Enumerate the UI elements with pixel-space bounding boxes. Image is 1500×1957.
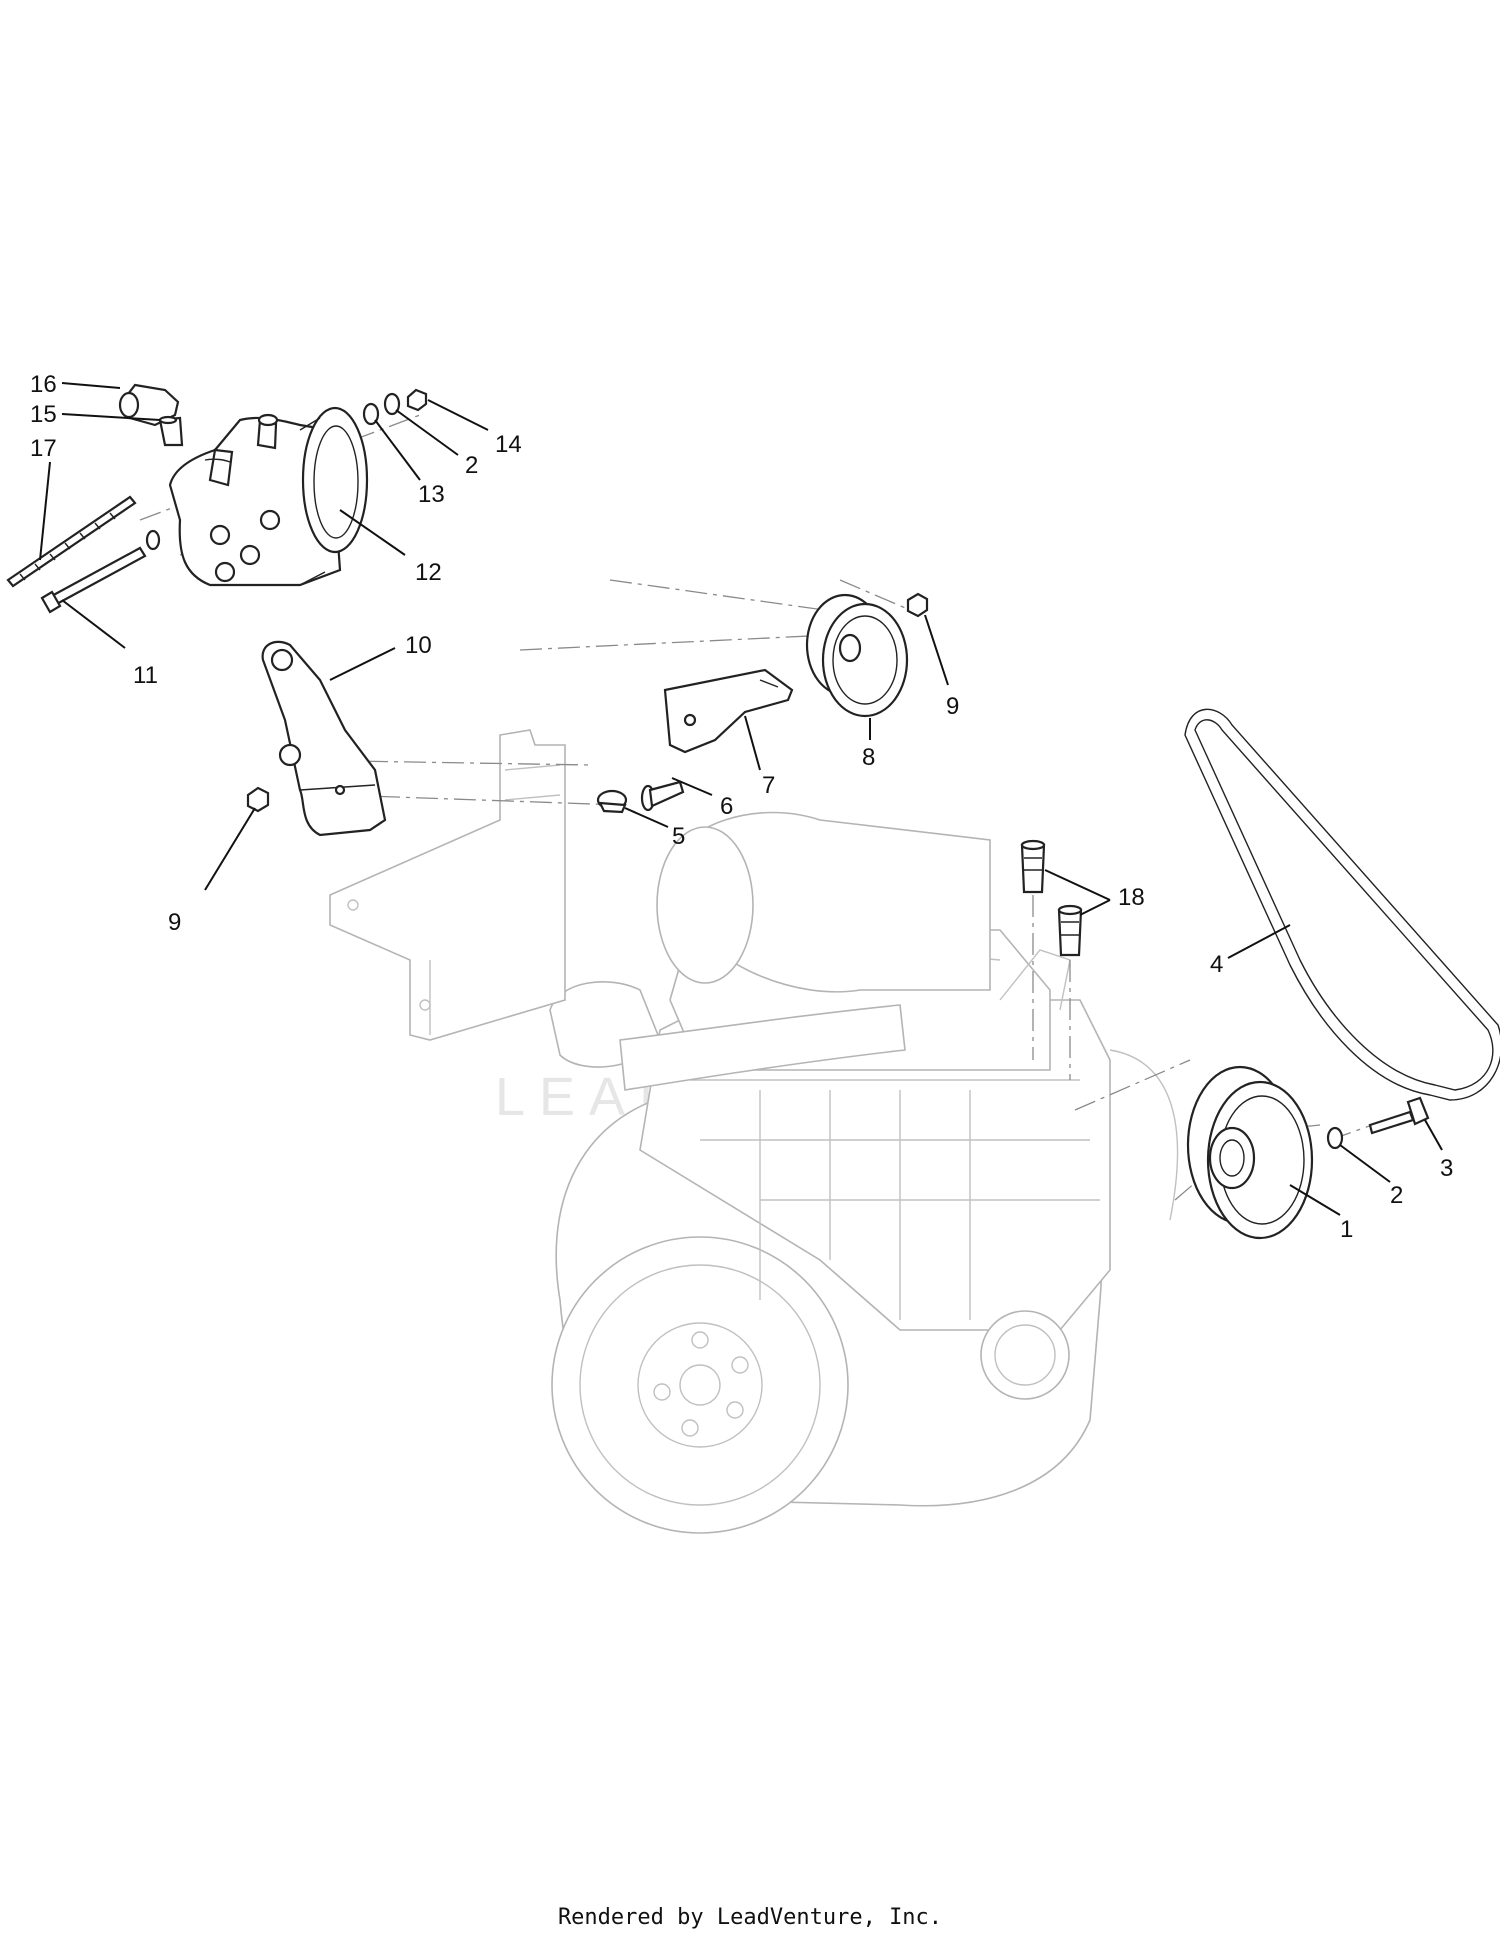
nut-9-right[interactable] xyxy=(906,592,929,618)
callout-labels: 16 15 17 14 2 13 12 11 10 9 8 7 6 5 9 18… xyxy=(30,371,1453,1243)
callout-9-left: 9 xyxy=(168,909,181,936)
callout-8: 8 xyxy=(862,744,875,771)
callout-13: 13 xyxy=(418,481,445,508)
bracket-7[interactable] xyxy=(663,668,794,754)
callout-6: 6 xyxy=(720,793,733,820)
callout-10: 10 xyxy=(405,632,432,659)
o-ring-15[interactable] xyxy=(158,415,178,425)
washer-2-top[interactable] xyxy=(383,392,401,416)
callout-15: 15 xyxy=(30,401,57,428)
compressor[interactable] xyxy=(168,406,369,587)
washer-2-bottom[interactable] xyxy=(1326,1126,1344,1150)
crank-pulley-1[interactable] xyxy=(1186,1065,1314,1240)
fitting-16[interactable] xyxy=(118,383,184,447)
idler-pulley-8[interactable] xyxy=(805,593,909,718)
washer-11[interactable] xyxy=(145,529,161,551)
callout-9-right: 9 xyxy=(946,693,959,720)
callout-14: 14 xyxy=(495,431,522,458)
belt-4[interactable] xyxy=(1184,708,1500,1101)
callout-3: 3 xyxy=(1440,1155,1453,1182)
footer-credit: Rendered by LeadVenture, Inc. xyxy=(557,1905,943,1930)
flywheel xyxy=(551,1236,849,1534)
leader-lines xyxy=(39,382,1443,1216)
callout-2-bottom: 2 xyxy=(1390,1182,1403,1209)
bolt-3[interactable] xyxy=(1368,1096,1430,1135)
callout-12: 12 xyxy=(415,559,442,586)
callout-4: 4 xyxy=(1210,951,1223,978)
callout-1: 1 xyxy=(1340,1216,1353,1243)
callout-17: 17 xyxy=(30,435,57,462)
callout-7: 7 xyxy=(762,772,775,799)
callout-16: 16 xyxy=(30,371,57,398)
bracket-10[interactable] xyxy=(261,640,387,837)
engine-mount-plate xyxy=(329,729,566,1041)
callout-11: 11 xyxy=(133,662,158,689)
callout-2-top: 2 xyxy=(465,452,478,479)
nut-14[interactable] xyxy=(406,388,428,412)
fitting-18-upper[interactable] xyxy=(1020,839,1046,894)
bolt-11[interactable] xyxy=(40,546,147,614)
callout-5: 5 xyxy=(672,823,685,850)
engine-assembly xyxy=(549,811,1179,1534)
fitting-18-lower[interactable] xyxy=(1057,904,1083,957)
pin-6[interactable] xyxy=(640,780,685,812)
callout-18: 18 xyxy=(1118,884,1145,911)
washer-13[interactable] xyxy=(362,402,380,426)
pin-5[interactable] xyxy=(596,789,628,814)
nut-9-left[interactable] xyxy=(246,786,270,813)
threaded-rod-17[interactable] xyxy=(6,495,137,588)
